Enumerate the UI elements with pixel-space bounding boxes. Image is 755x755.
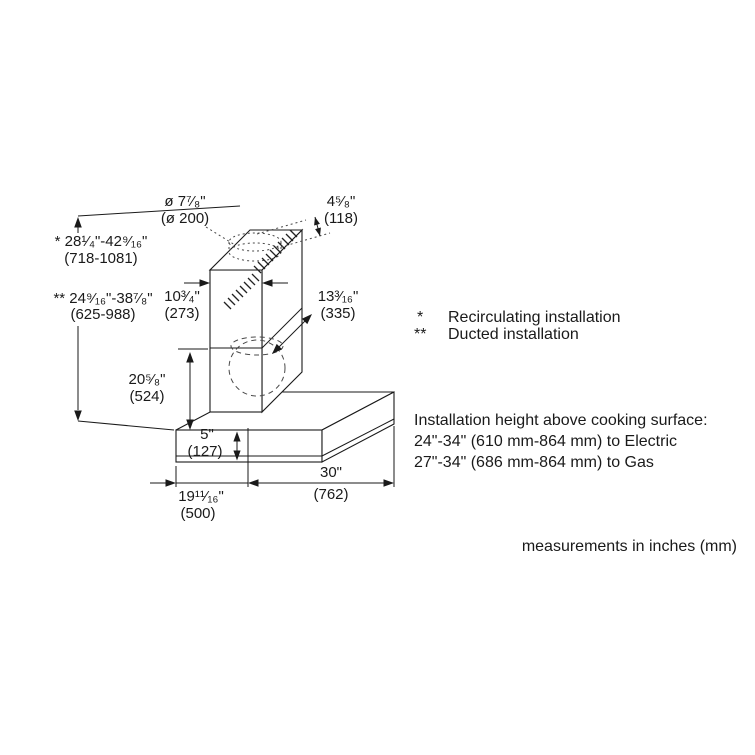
legend-ducted-label: Ducted installation (448, 326, 579, 343)
canopy-depth-mm: (500) (180, 505, 215, 522)
legend-recirc-label: Recirculating installation (448, 309, 621, 326)
legend: * Recirculating installation ** Ducted i… (414, 309, 621, 343)
hood-drawing (175, 228, 395, 463)
canopy-height-inches: 5" (200, 426, 214, 443)
dimension-labels: ø 7⁷⁄₈" (ø 200) 4⁵⁄₈" (118) * 28¹⁄₄"-42⁹… (53, 193, 358, 522)
canopy-depth-inches: 19¹¹⁄₁₆" (178, 488, 224, 505)
duct-diameter-inches: ø 7⁷⁄₈" (164, 193, 205, 210)
canopy-height-mm: (127) (187, 443, 222, 460)
blower-circle (228, 339, 286, 397)
recirc-height-mm: (718-1081) (64, 250, 137, 267)
legend-recirc-marker: * (417, 309, 423, 326)
ducted-height-mm: (625-988) (70, 306, 135, 323)
chimney-depth-inches: 13³⁄₁₆" (318, 288, 359, 305)
top-depth-mm: (118) (324, 210, 358, 227)
top-depth-inches: 4⁵⁄₈" (327, 193, 356, 210)
chimney-depth-mm: (335) (320, 305, 355, 322)
canopy-width-mm: (762) (313, 486, 348, 503)
measurements-note: measurements in inches (mm) (522, 538, 737, 555)
duct-diameter-mm: (ø 200) (161, 210, 209, 227)
canopy-side-face (321, 391, 395, 463)
duct-section-height-inches: 20⁵⁄₈" (129, 371, 166, 388)
install-note-gas: 27"-34" (686 mm-864 mm) to Gas (414, 454, 654, 471)
duct-collar-ellipse (228, 242, 282, 262)
install-note-title: Installation height above cooking surfac… (414, 412, 708, 429)
recirc-height-inches: * 28¹⁄₄"-42⁹⁄₁₆" (55, 233, 148, 250)
chimney-width-mm: (273) (164, 305, 199, 322)
duct-section-height-mm: (524) (129, 388, 164, 405)
canopy-width-inches: 30" (320, 464, 342, 481)
legend-ducted-marker: ** (414, 326, 426, 343)
install-note-electric: 24"-34" (610 mm-864 mm) to Electric (414, 433, 677, 450)
installation-note: Installation height above cooking surfac… (414, 412, 708, 471)
vent-grille-hatching (223, 229, 298, 310)
chimney-width-inches: 10³⁄₄" (164, 288, 200, 305)
ducted-height-inches: ** 24⁹⁄₁₆"-38⁷⁄₈" (53, 290, 152, 307)
chimney-top-face (208, 229, 304, 271)
dimension-lines (74, 205, 395, 487)
